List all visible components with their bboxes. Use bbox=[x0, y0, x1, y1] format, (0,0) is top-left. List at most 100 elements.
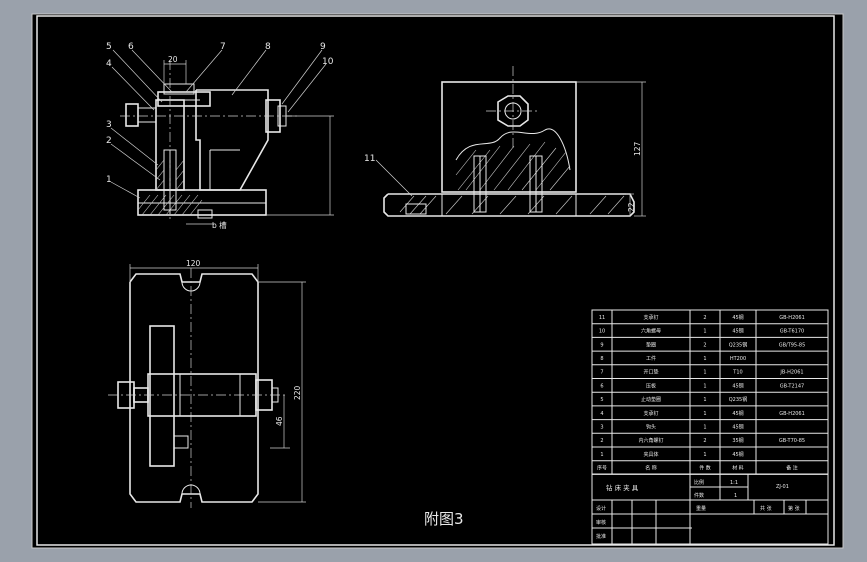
label-11: 11 bbox=[364, 154, 375, 164]
bom-cell-material: 35钢 bbox=[732, 437, 743, 444]
bom-cell-no: 6 bbox=[600, 383, 603, 389]
bom-cell-no: 4 bbox=[600, 411, 603, 417]
bom-cell-qty: 2 bbox=[703, 315, 706, 321]
bom-cell-material: 45钢 bbox=[732, 451, 743, 458]
dim-127: 127 bbox=[633, 141, 642, 156]
bom-cell-no: 1 bbox=[600, 452, 603, 458]
dim-22: 22 bbox=[627, 202, 636, 212]
bom-cell-qty: 1 bbox=[703, 329, 706, 335]
bom-cell-material: 45钢 bbox=[732, 328, 743, 335]
bom-cell-note: GB-H2061 bbox=[779, 411, 805, 417]
label-4: 4 bbox=[106, 59, 112, 69]
bom-cell-note: GB-H2061 bbox=[779, 315, 805, 321]
label-7: 7 bbox=[220, 42, 226, 52]
bom-header-material: 材 料 bbox=[732, 465, 744, 472]
bom-cell-name: 夹具体 bbox=[643, 451, 658, 458]
side-view-labels: 11 127 22 bbox=[364, 141, 642, 212]
bom-cell-name: 止动垫圈 bbox=[641, 396, 661, 403]
label-6: 6 bbox=[128, 42, 134, 52]
bom-cell-qty: 1 bbox=[703, 424, 706, 430]
bom-cell-material: T10 bbox=[732, 370, 742, 376]
count-value: 1 bbox=[734, 493, 737, 499]
front-view bbox=[110, 49, 334, 225]
drawing-number: ZJ-01 bbox=[776, 484, 789, 490]
bom-cell-name: 钩头 bbox=[646, 423, 656, 430]
bom-header-qty: 件 数 bbox=[699, 465, 711, 472]
bom-cell-note: GB-T6170 bbox=[780, 329, 804, 335]
bom-cell-name: 垫圈 bbox=[646, 341, 656, 348]
dim-46: 46 bbox=[275, 416, 284, 426]
bom-header-no: 序号 bbox=[597, 465, 607, 472]
bom-cell-material: 45钢 bbox=[732, 314, 743, 321]
bom-cell-name: 内六角螺钉 bbox=[638, 437, 663, 444]
bom-cell-material: Q235钢 bbox=[729, 396, 747, 403]
label-9: 9 bbox=[320, 42, 326, 52]
bom-cell-no: 10 bbox=[599, 329, 605, 335]
count-label: 件数 bbox=[694, 492, 704, 499]
approve-label: 批准 bbox=[596, 533, 606, 540]
bom-cell-note: GB-T70-85 bbox=[779, 438, 805, 444]
bom-cell-qty: 1 bbox=[703, 370, 706, 376]
bom-cell-name: 压板 bbox=[646, 382, 656, 389]
dim-220: 220 bbox=[293, 385, 302, 400]
check-label: 审核 bbox=[596, 519, 606, 526]
bom-cell-name: 支承钉 bbox=[643, 410, 658, 417]
bom-cell-no: 8 bbox=[600, 356, 603, 362]
label-5: 5 bbox=[106, 42, 112, 52]
label-2: 2 bbox=[106, 136, 112, 146]
bom-cell-no: 3 bbox=[600, 424, 603, 430]
bom-cell-note: JB-H2061 bbox=[779, 370, 803, 376]
label-1: 1 bbox=[106, 175, 112, 185]
bom-cell-no: 7 bbox=[600, 370, 603, 376]
sheet-label: 共 张 bbox=[760, 505, 772, 512]
scale-label: 比例 bbox=[694, 479, 704, 486]
title-block: 钻 床 夹 具 比例 1:1 件数 1 ZJ-01 重量 共 张 第 张 设计 … bbox=[592, 473, 828, 544]
weight-label: 重量 bbox=[696, 505, 706, 512]
drawing-sheet bbox=[32, 14, 843, 548]
label-10: 10 bbox=[322, 57, 334, 67]
label-8: 8 bbox=[265, 42, 271, 52]
bom-cell-qty: 2 bbox=[703, 438, 706, 444]
outer-border bbox=[31, 13, 844, 549]
bom-cell-name: 六角螺母 bbox=[641, 328, 661, 335]
bom-cell-qty: 1 bbox=[703, 397, 706, 403]
bom-header-note: 备 注 bbox=[786, 465, 798, 472]
page-label: 第 张 bbox=[788, 505, 800, 512]
bom-cell-name: 开口垫 bbox=[643, 369, 658, 376]
scale-value: 1:1 bbox=[730, 480, 738, 486]
plan-view-labels: 120 220 46 bbox=[186, 259, 302, 426]
dim-20: 20 bbox=[168, 55, 178, 64]
bom-cell-material: Q235钢 bbox=[729, 341, 747, 348]
plan-view bbox=[108, 264, 306, 508]
bom-cell-qty: 1 bbox=[703, 383, 706, 389]
bom-cell-qty: 1 bbox=[703, 356, 706, 362]
bom-cell-name: 支承钉 bbox=[643, 314, 658, 321]
inner-border bbox=[36, 15, 835, 546]
bom-cell-no: 5 bbox=[600, 397, 603, 403]
drawing-title: 钻 床 夹 具 bbox=[606, 483, 639, 492]
bom-cell-qty: 1 bbox=[703, 411, 706, 417]
side-view bbox=[375, 66, 646, 217]
dim-120: 120 bbox=[186, 259, 201, 268]
section-mark: b 槽 bbox=[212, 220, 227, 230]
front-view-labels: 5 6 4 3 2 1 7 8 9 10 20 b 槽 bbox=[106, 42, 334, 230]
bom-cell-material: HT200 bbox=[730, 356, 746, 362]
bill-of-materials bbox=[591, 309, 829, 545]
bom-cell-no: 11 bbox=[599, 315, 605, 321]
bom-cell-material: 45钢 bbox=[732, 423, 743, 430]
bom-cell-name: 工件 bbox=[646, 355, 656, 362]
bom-cell-qty: 1 bbox=[703, 452, 706, 458]
bom-cell-material: 45钢 bbox=[732, 410, 743, 417]
bom-cell-material: 45钢 bbox=[732, 382, 743, 389]
label-3: 3 bbox=[106, 120, 112, 130]
figure-caption: 附图3 bbox=[424, 510, 464, 528]
bom-cell-no: 9 bbox=[600, 342, 603, 348]
bom-cell-note: GB-T2147 bbox=[780, 383, 804, 389]
bom-cell-qty: 2 bbox=[703, 342, 706, 348]
bom-header-name: 名 称 bbox=[645, 465, 657, 472]
bom-cell-no: 2 bbox=[600, 438, 603, 444]
design-label: 设计 bbox=[596, 505, 606, 512]
